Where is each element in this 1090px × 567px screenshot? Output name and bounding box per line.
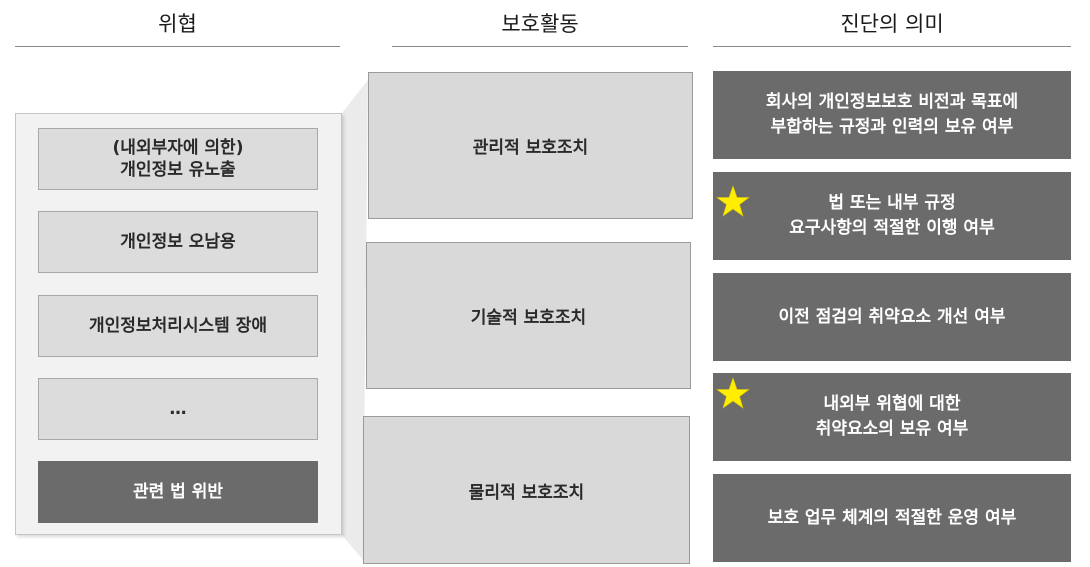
protection-physical: 물리적 보호조치 [363,416,690,564]
meaning-requirement-compliance: 법 또는 내부 규정 요구사항의 적절한 이행 여부 [713,172,1071,260]
protection-technical: 기술적 보호조치 [366,242,691,389]
protection-column-header: 보호활동 [392,8,688,47]
protection-administrative: 관리적 보호조치 [368,72,693,219]
meaning-operation: 보호 업무 체계의 적절한 운영 여부 [713,474,1071,562]
threat-item-system-failure: 개인정보처리시스템 장애 [38,295,318,357]
star-icon [716,185,750,217]
threat-item-law-violation: 관련 법 위반 [38,461,318,523]
meaning-column-header: 진단의 의미 [713,8,1071,47]
meaning-previous-improvement: 이전 점검의 취약요소 개선 여부 [713,273,1071,361]
threat-item-leakage: (내외부자에 의한) 개인정보 유노출 [38,128,318,190]
threat-column-header: 위협 [15,8,340,47]
meaning-vision-alignment: 회사의 개인정보보호 비전과 목표에 부합하는 규정과 인력의 보유 여부 [713,71,1071,159]
meaning-vulnerability: 내외부 위협에 대한 취약요소의 보유 여부 [713,373,1071,461]
threat-item-ellipsis: … [38,378,318,440]
threat-item-misuse: 개인정보 오남용 [38,211,318,273]
star-icon [716,377,750,409]
